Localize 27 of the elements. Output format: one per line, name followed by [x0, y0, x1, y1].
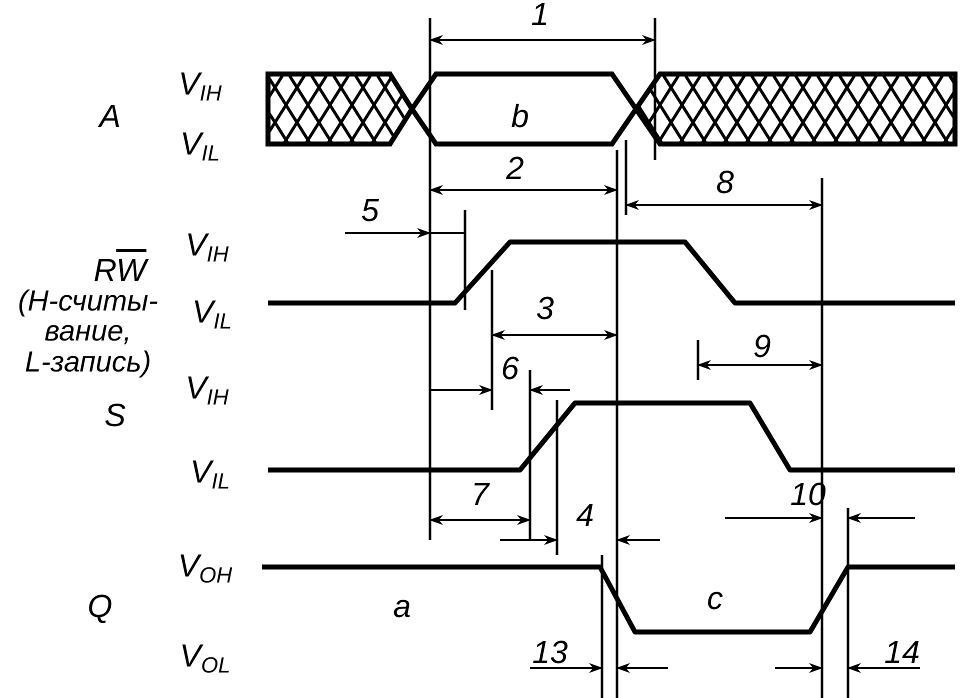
timing-label: a — [393, 590, 411, 622]
timing-label: c — [707, 582, 723, 614]
timing-label: S — [104, 399, 126, 431]
voltage-level-label: V$_{OL}$ — [180, 640, 230, 676]
timing-label: A — [99, 100, 121, 132]
signal-note: (Н-считы- вание, L-запись) — [16, 286, 160, 378]
voltage-level-label: V$_{IH}$ — [178, 68, 222, 104]
timing-label: 2 — [506, 152, 524, 184]
voltage-level-label: V$_{IL}$ — [192, 296, 232, 332]
timing-label: 3 — [536, 292, 554, 324]
timing-label: 4 — [576, 499, 594, 531]
voltage-level-label: V$_{IL}$ — [190, 456, 230, 492]
timing-label: 8 — [716, 166, 734, 198]
voltage-level-label: V$_{IL}$ — [180, 128, 220, 164]
timing-label: 5 — [361, 194, 379, 226]
timing-label: 9 — [753, 330, 771, 362]
timing-label: 1 — [531, 0, 549, 30]
timing-label: b — [511, 100, 529, 132]
voltage-level-label: V$_{OH}$ — [178, 550, 232, 586]
timing-label: 14 — [884, 636, 920, 668]
timing-label: Q — [88, 590, 112, 622]
signal-name: RW — [94, 254, 146, 286]
timing-label: 6 — [501, 352, 519, 384]
timing-label: 7 — [471, 478, 489, 510]
voltage-level-label: V$_{IH}$ — [185, 372, 229, 408]
timing-label: 13 — [532, 636, 568, 668]
voltage-level-label: V$_{IH}$ — [185, 228, 229, 266]
